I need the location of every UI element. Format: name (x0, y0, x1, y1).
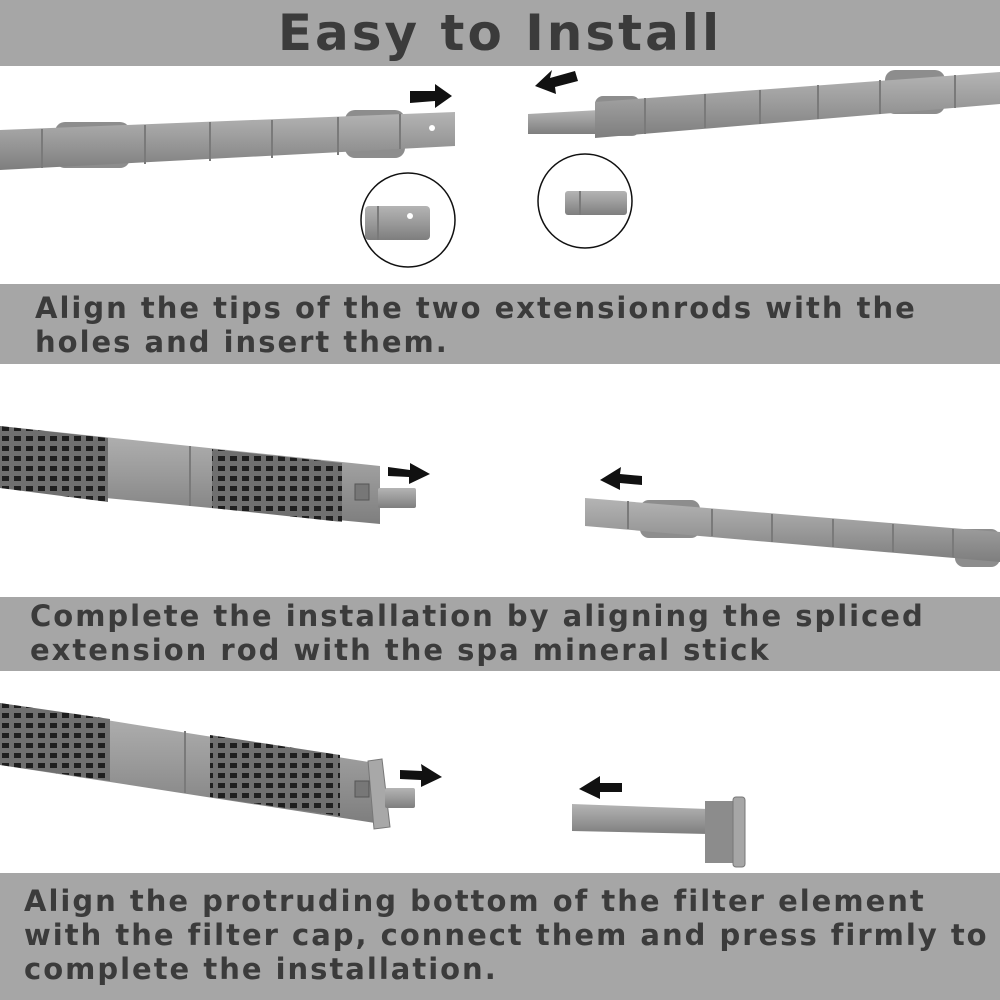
spliced-extension-rod (585, 498, 1000, 567)
arrow-right-icon (388, 463, 430, 484)
step2-caption: Complete the installation by aligning th… (30, 599, 925, 667)
step3-caption: Align the protruding bottom of the filte… (24, 884, 989, 986)
arrow-left-icon (579, 776, 622, 799)
title-banner: Easy to Install (0, 0, 1000, 66)
filter-cap (572, 796, 746, 868)
arrow-left-icon (600, 467, 642, 490)
arrow-right-icon (400, 764, 442, 787)
step1-caption-band: Align the tips of the two extensionrods … (0, 284, 1000, 364)
left-extension-rod (0, 110, 455, 170)
filter-element (0, 703, 415, 830)
step3-caption-band: Align the protruding bottom of the filte… (0, 873, 1000, 1000)
step1-illustration (0, 70, 1000, 268)
arrow-left-icon (535, 70, 578, 94)
page-title: Easy to Install (277, 4, 723, 62)
step2-caption-band: Complete the installation by aligning th… (0, 597, 1000, 671)
mineral-stick (0, 426, 416, 524)
arrow-right-icon (410, 84, 452, 108)
zoom-detail-left (360, 172, 456, 268)
step3-illustration (0, 703, 746, 868)
step1-caption: Align the tips of the two extensionrods … (35, 291, 917, 359)
zoom-detail-right (537, 153, 633, 249)
step2-illustration (0, 426, 1000, 567)
right-extension-rod (528, 70, 1000, 138)
